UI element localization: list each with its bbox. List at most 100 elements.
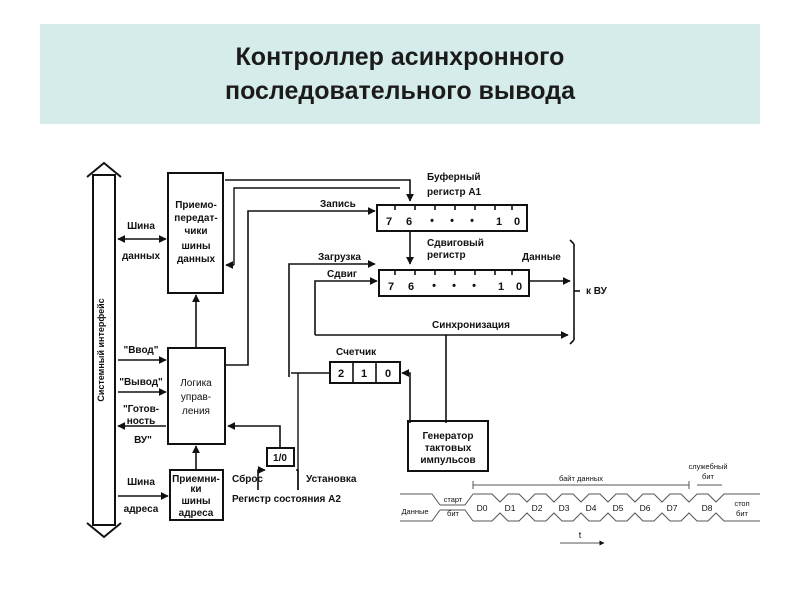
system-interface-label: Системный интерфейс — [96, 298, 106, 401]
to-vu-label: к ВУ — [586, 286, 608, 297]
wave-idle-top — [400, 493, 441, 506]
bit-d7: D7 — [667, 503, 678, 513]
transceivers-line-4: шины — [181, 241, 210, 252]
shift-dot-2: • — [452, 280, 456, 292]
load-label: Загрузка — [318, 252, 361, 263]
bus-data-label-1: Шина — [127, 221, 155, 232]
wave-start-top — [440, 493, 474, 506]
buffer-dot-2: • — [450, 215, 454, 227]
title-line-1: Контроллер асинхронного — [235, 43, 565, 71]
buffer-bit-0: 0 — [514, 216, 520, 228]
shift-register-label-2: регистр — [427, 250, 466, 261]
data-out-label: Данные — [522, 252, 561, 263]
bus-data-label-2: данных — [122, 251, 161, 262]
status-register-value: 1/0 — [273, 453, 287, 464]
receivers-line-1: Приемни- — [172, 474, 220, 485]
shift-dot-3: • — [472, 280, 476, 292]
shift-register-label-1: Сдвиговый — [427, 238, 484, 249]
system-interface-arrow-top — [86, 161, 122, 178]
set-label: Установка — [306, 474, 357, 485]
receivers-line-3: шины — [181, 496, 210, 507]
time-label: t — [579, 530, 582, 540]
clock-gen-line-3: импульсов — [420, 455, 475, 466]
logic-label: Логика управ- ления — [180, 378, 212, 417]
vu-label: ВУ" — [134, 435, 152, 446]
buffer-bit-7: 7 — [386, 216, 392, 228]
buffer-register-label-1: Буферный — [427, 171, 481, 183]
service-bit-label-1: служебный — [688, 462, 727, 471]
shift-label: Сдвиг — [327, 269, 357, 280]
stop-bit-label-1: стоп — [734, 499, 749, 508]
system-interface-arrow-bottom — [86, 522, 122, 539]
output-bracket-top — [569, 239, 575, 245]
buffer-readback-line — [233, 187, 400, 265]
bit-d6: D6 — [640, 503, 651, 513]
bit-d1: D1 — [505, 503, 516, 513]
timing-data-label: Данные — [401, 507, 428, 516]
data-to-buffer-line — [225, 179, 414, 202]
transceivers-block — [167, 172, 224, 294]
load-signal-line — [288, 260, 376, 377]
bit-d5: D5 — [613, 503, 624, 513]
shift-signal-line — [314, 277, 378, 335]
counter-cell-0: 0 — [385, 368, 391, 380]
bit-d2: D2 — [532, 503, 543, 513]
counter-cell-2: 2 — [338, 368, 344, 380]
bit-d8: D8 — [702, 503, 713, 513]
ready-label-2: ность — [127, 416, 156, 427]
shift-bit-7: 7 — [388, 281, 394, 293]
title-line-2: последовательного вывода — [224, 77, 576, 105]
buffer-register-label-2: регистр А1 — [427, 187, 482, 198]
clock-gen-line-1: Генератор — [423, 431, 474, 442]
bit-d0: D0 — [477, 503, 488, 513]
clock-to-counter-line — [401, 369, 411, 423]
transceivers-line-3: чики — [184, 226, 207, 237]
clock-gen-line-2: тактовых — [425, 443, 472, 454]
bit-d4: D4 — [586, 503, 597, 513]
counter-cell-1: 1 — [361, 368, 367, 380]
shift-register — [378, 269, 530, 297]
shift-bit-6: 6 — [408, 281, 414, 293]
receivers-line-4: адреса — [179, 508, 214, 519]
start-bit-label-2: бит — [447, 509, 459, 518]
buffer-bit-1: 1 — [496, 216, 502, 228]
sync-line — [315, 334, 447, 423]
bus-address-label-1: Шина — [127, 477, 155, 488]
logic-line-1: Логика — [180, 378, 212, 389]
shift-dot-1: • — [432, 280, 436, 292]
buffer-bit-6: 6 — [406, 216, 412, 228]
status-register-label: Регистр состояния А2 — [232, 494, 341, 505]
shift-bit-0: 0 — [516, 281, 522, 293]
buffer-dot-3: • — [470, 215, 474, 227]
bit-d3: D3 — [559, 503, 570, 513]
output-label: "Вывод" — [119, 377, 163, 388]
wave-bits-top — [473, 493, 760, 503]
system-interface-bar — [92, 174, 116, 526]
sync-label: Синхронизация — [432, 320, 510, 331]
buffer-dot-1: • — [430, 215, 434, 227]
byte-label: байт данных — [559, 474, 603, 483]
stop-bit-label-2: бит — [736, 509, 748, 518]
wave-start-bottom — [440, 509, 474, 522]
output-bracket-bottom — [569, 339, 575, 345]
transceivers-line-1: Приемо- — [175, 200, 217, 211]
start-bit-label-1: старт — [444, 495, 463, 504]
logic-line-3: ления — [182, 406, 210, 417]
set-signal-line — [296, 469, 299, 490]
title-banner: Контроллер асинхронного последовательног… — [40, 24, 760, 124]
receivers-line-2: ки — [190, 484, 201, 495]
status-to-logic-line — [227, 422, 281, 448]
input-label: "Ввод" — [123, 345, 158, 356]
write-label: Запись — [320, 199, 356, 210]
wave-idle-bottom — [400, 509, 441, 522]
timing-waveform — [400, 481, 760, 546]
slide-title: Контроллер асинхронного последовательног… — [40, 40, 760, 108]
ready-label-1: "Готов- — [123, 404, 159, 415]
bus-address-label-2: адреса — [124, 504, 159, 515]
buffer-register — [376, 204, 528, 232]
shift-bit-1: 1 — [498, 281, 504, 293]
logic-line-2: управ- — [181, 392, 211, 403]
transceivers-line-2: передат- — [174, 213, 217, 224]
service-bit-label-2: бит — [702, 472, 714, 481]
